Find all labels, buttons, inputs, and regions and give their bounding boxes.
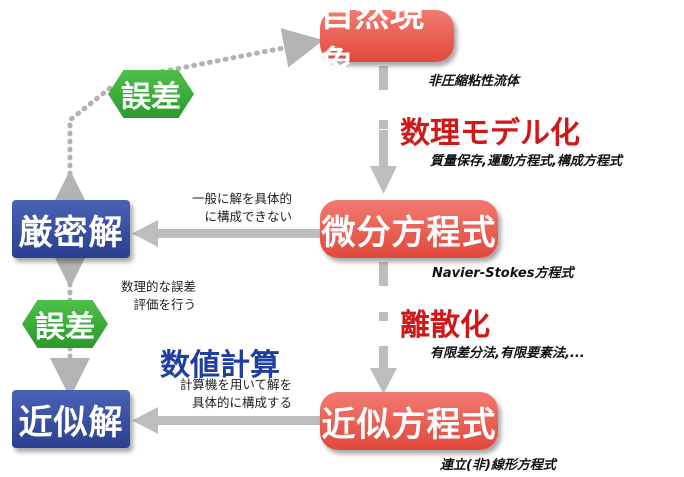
arrow-to-exact-solution	[132, 220, 320, 247]
node-approximate-solution: 近似解	[12, 390, 130, 448]
annotation-error-evaluation: 数理的な誤差 評価を行う	[108, 278, 196, 314]
annotation-no-concrete-solution-line2: に構成できない	[204, 209, 292, 224]
step-numerical-computation: 数値計算	[160, 348, 280, 383]
annotation-computer-solution-line2: 具体的に構成する	[191, 395, 292, 410]
annotation-no-concrete-solution: 一般に解を具体的 に構成できない	[160, 190, 292, 226]
badge-error-bottom: 誤差	[22, 300, 108, 348]
annotation-discretization-methods: 有限差分法,有限要素法,...	[430, 346, 585, 361]
arrow-to-approximate-solution	[132, 407, 320, 434]
annotation-navier-stokes: Navier-Stokes方程式	[432, 266, 574, 281]
annotation-incompressible-fluid: 非圧縮粘性流体	[428, 74, 520, 89]
node-exact-solution: 厳密解	[12, 200, 130, 258]
step-discretization: 離散化	[400, 308, 490, 343]
badge-error-top: 誤差	[108, 70, 194, 118]
annotation-computer-solution: 計算機を用いて解を 具体的に構成する	[160, 376, 292, 412]
annotation-error-evaluation-line2: 評価を行う	[133, 297, 196, 312]
dotted-path-top	[50, 28, 324, 210]
annotation-no-concrete-solution-line1: 一般に解を具体的	[191, 191, 292, 206]
annotation-error-evaluation-line1: 数理的な誤差	[120, 279, 196, 294]
arrow-modeling	[370, 66, 397, 194]
node-natural-phenomenon: 自然現象	[320, 0, 454, 84]
bullet-discretization	[379, 312, 388, 321]
bullet-modeling	[379, 120, 388, 129]
arrow-discretization	[370, 262, 397, 394]
annotation-computer-solution-line1: 計算機を用いて解を	[179, 377, 292, 392]
annotation-simultaneous-equations: 連立(非)線形方程式	[440, 458, 556, 473]
annotation-conservation-laws: 質量保存,運動方程式,構成方程式	[430, 154, 622, 169]
node-differential-equation: 微分方程式	[320, 200, 498, 258]
step-modeling: 数理モデル化	[400, 116, 580, 151]
node-approximate-equation: 近似方程式	[320, 392, 498, 450]
